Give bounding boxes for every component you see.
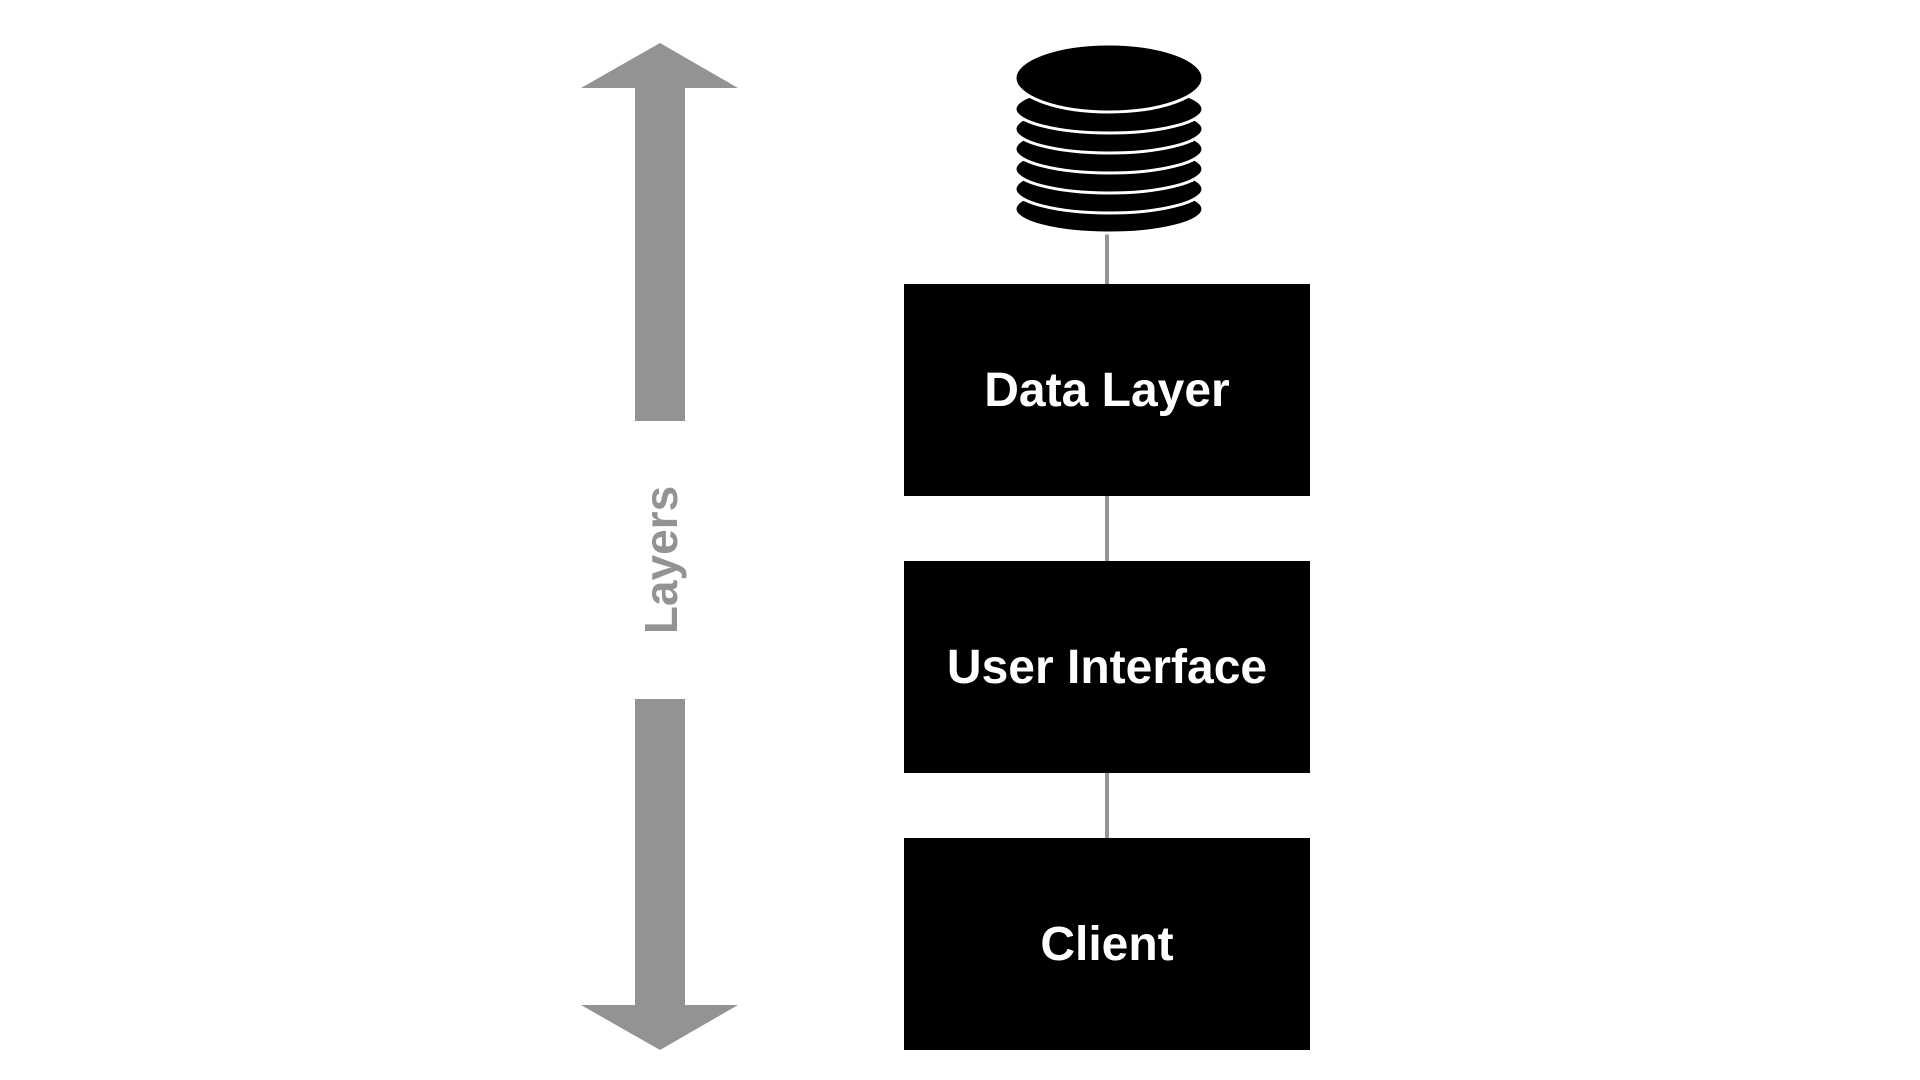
arrow-up-head (581, 43, 738, 88)
client-box: Client (904, 838, 1310, 1050)
layers-axis-label: Layers (635, 485, 687, 635)
arrow-down-head (581, 1005, 738, 1050)
layers-axis-arrow (581, 43, 738, 1050)
arrow-upper-shaft (635, 86, 685, 421)
arrow-lower-shaft (635, 699, 685, 1007)
data-layer-box: Data Layer (904, 284, 1310, 496)
data-layer-label: Data Layer (984, 363, 1230, 417)
client-label: Client (1040, 917, 1174, 971)
user-interface-label: User Interface (946, 640, 1268, 694)
database-icon (1013, 42, 1205, 235)
user-interface-box: User Interface (904, 561, 1310, 773)
